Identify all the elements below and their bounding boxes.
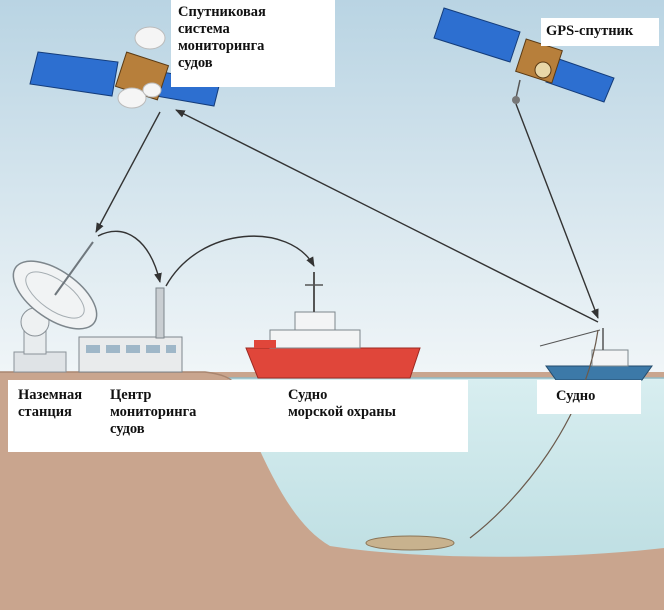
label-box-vms (171, 0, 335, 87)
arrow-vessel-to-satellite (175, 109, 599, 323)
label-box-vessel (537, 380, 641, 414)
patrol-vessel-label: Судно морской охраны (288, 387, 396, 420)
fishing-vessel (539, 328, 653, 381)
arrow-gps-to-vessel (515, 103, 599, 319)
arrow-satellite-to-station (95, 111, 161, 233)
monitoring-center-label: Центр мониторинга судов (110, 387, 197, 437)
monitoring-center-building (78, 287, 183, 373)
arrow-center-to-patrol (165, 235, 315, 287)
patrol-vessel (245, 272, 421, 379)
ground-station-dish (12, 241, 98, 373)
label-box-bottom (8, 380, 468, 452)
ground-station-label: Наземная станция (18, 387, 83, 420)
vms-satellite-label: Спутниковая система мониторинга судов (178, 4, 266, 71)
trawl-net (365, 535, 455, 551)
gps-satellite-label: GPS-спутник (546, 23, 634, 39)
link-arrows (95, 103, 599, 323)
arrow-station-to-center (97, 230, 162, 283)
label-box-gps (541, 18, 659, 46)
vessel-label: Судно (556, 388, 596, 404)
trawl-line (469, 329, 599, 539)
